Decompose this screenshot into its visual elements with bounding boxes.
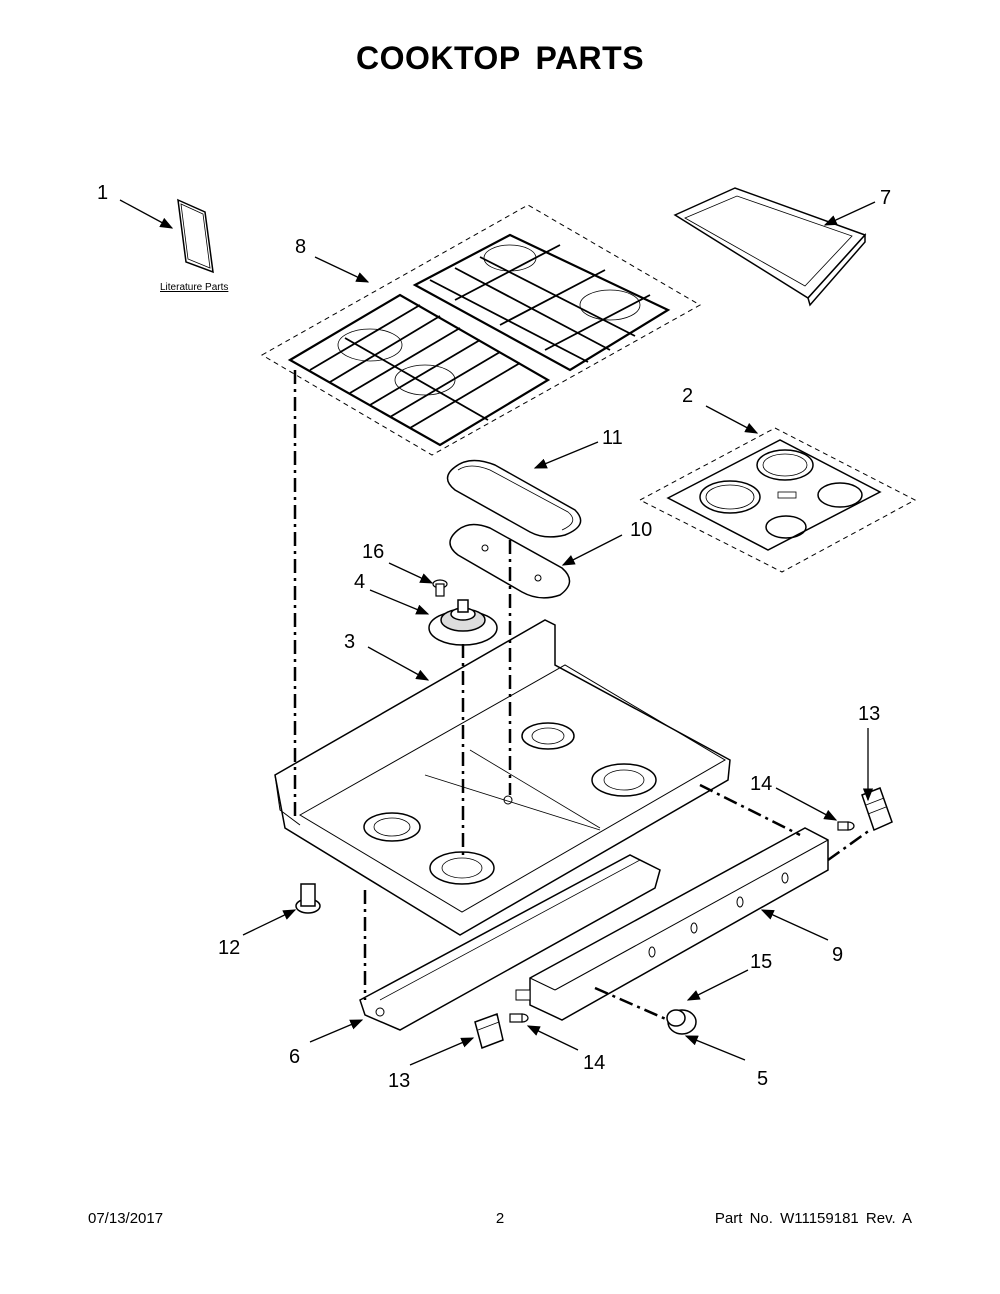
clip-13-lower — [474, 1013, 504, 1049]
burner-grates — [260, 204, 702, 456]
callout-1: 1 — [97, 182, 109, 204]
callout-5: 5 — [757, 1068, 769, 1090]
griddle-part — [673, 187, 867, 307]
burner-cover-11 — [446, 459, 582, 538]
clip-13-right — [861, 787, 893, 832]
manifold-bracket-6 — [359, 854, 661, 1031]
knob-5 — [666, 1009, 697, 1035]
callout-6: 6 — [289, 1046, 301, 1068]
callout-15: 15 — [750, 951, 773, 973]
spark-module-12 — [295, 883, 321, 914]
callout-9: 9 — [832, 944, 844, 966]
callout-12: 12 — [218, 937, 241, 959]
manifold-panel-9 — [515, 827, 829, 1021]
leader-arrows — [119, 199, 876, 1066]
callout-4: 4 — [354, 571, 366, 593]
alignment-lines — [293, 370, 871, 1022]
callout-10: 10 — [630, 519, 653, 541]
callout-13-lower: 13 — [388, 1070, 411, 1092]
callout-7: 7 — [880, 187, 892, 209]
screw-16 — [432, 579, 448, 597]
callout-13-right: 13 — [858, 703, 881, 725]
callout-8: 8 — [295, 236, 307, 258]
footer-part-number: Part No. W11159181 Rev. A — [714, 1210, 912, 1227]
callout-14-right: 14 — [750, 773, 773, 795]
callout-16: 16 — [362, 541, 385, 563]
callout-14-lower: 14 — [583, 1052, 606, 1074]
cooktop-main-top — [274, 619, 731, 936]
callout-3: 3 — [344, 631, 356, 653]
glass-cooktop — [638, 427, 917, 573]
burner-base-4 — [428, 599, 498, 646]
footer-page-number: 2 — [495, 1210, 505, 1227]
footer-date: 07/13/2017 — [88, 1210, 164, 1227]
callout-11: 11 — [602, 427, 623, 449]
screw-14-lower — [509, 1013, 529, 1023]
literature-booklet — [177, 198, 214, 274]
literature-parts-label: Literature Parts — [160, 282, 229, 293]
page-title: COOKTOP PARTS — [355, 40, 645, 76]
callout-2: 2 — [682, 385, 694, 407]
screw-14-right — [837, 821, 855, 831]
